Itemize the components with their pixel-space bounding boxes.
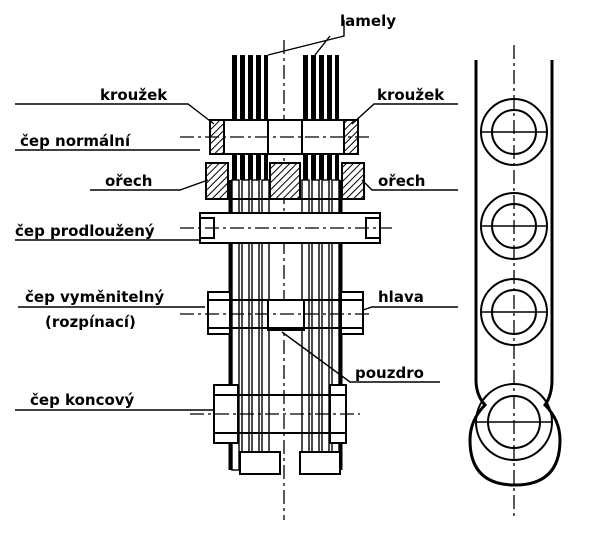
extended-pin — [180, 212, 392, 244]
chain-section-view: lamely kroužek kroužek čep normální ořec… — [15, 12, 458, 520]
lamella-pack-upper-left — [232, 55, 268, 180]
label-krouzek-left: kroužek — [100, 86, 168, 104]
label-lamely: lamely — [340, 12, 396, 30]
side-plate-outline — [468, 60, 562, 487]
leader-lines — [15, 20, 458, 411]
end-pin — [190, 384, 360, 475]
label-hlava: hlava — [378, 288, 424, 306]
label-rozpinaci: (rozpínací) — [45, 313, 136, 331]
label-cep-normalni: čep normální — [20, 132, 131, 150]
normal-pin-assembly — [180, 119, 370, 155]
label-cep-prodlouzeny: čep prodloužený — [15, 222, 155, 240]
label-krouzek-right: kroužek — [377, 86, 445, 104]
side-pin-holes — [475, 98, 553, 461]
replaceable-pin — [180, 291, 372, 335]
nut-blocks — [205, 162, 365, 200]
label-orech-right: ořech — [378, 172, 425, 190]
label-pouzdro: pouzdro — [355, 364, 424, 382]
label-orech-left: ořech — [105, 172, 152, 190]
chain-side-view — [468, 45, 562, 520]
lamella-pack-upper-right — [303, 55, 339, 180]
label-cep-koncovy: čep koncový — [30, 391, 135, 409]
label-cep-vymenitelny: čep vyměnitelný — [25, 288, 164, 306]
